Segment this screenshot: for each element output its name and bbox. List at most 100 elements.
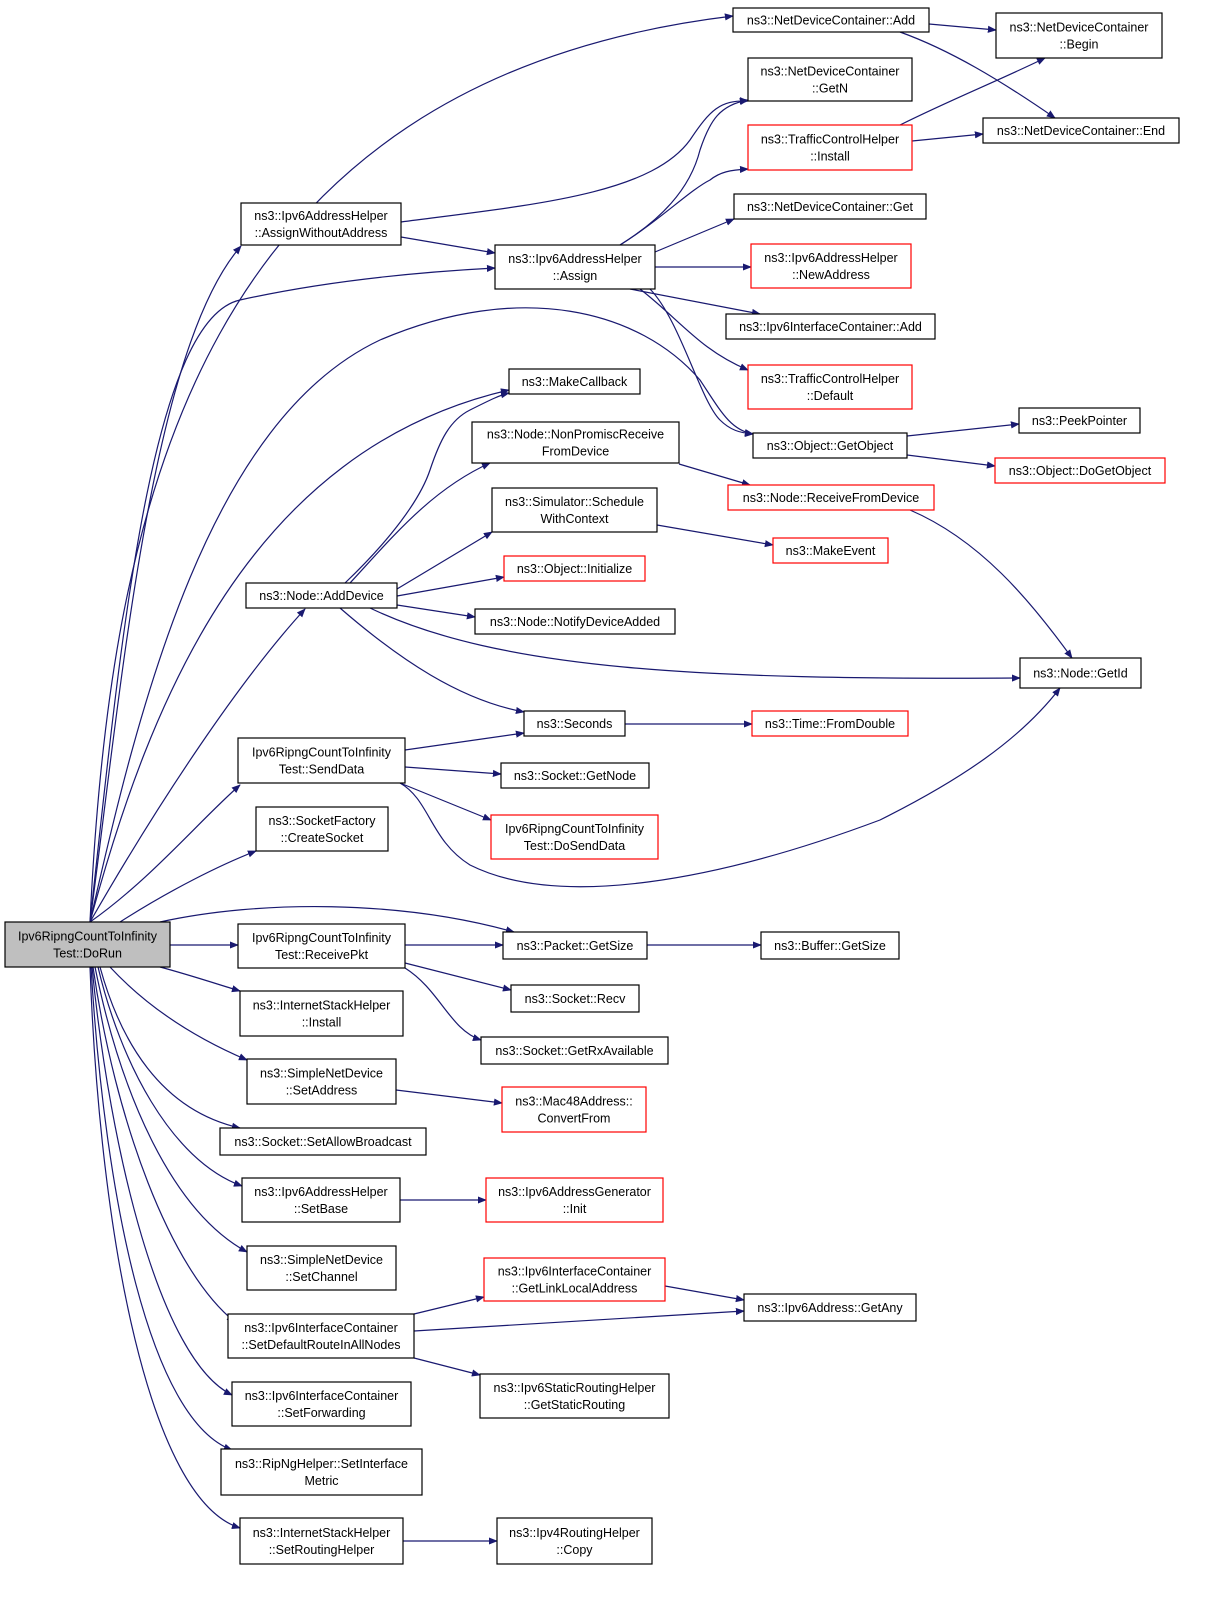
node-socket-getnode[interactable]: ns3::Socket::GetNode [500,762,650,789]
node-label-line: ns3::Node::NotifyDeviceAdded [490,615,660,629]
node-label-line: ns3::Simulator::Schedule [505,495,644,509]
edge-root-to-ish_install [159,966,241,993]
node-tch-default[interactable]: ns3::TrafficControlHelper::Default [747,364,913,410]
node-ish-install[interactable]: ns3::InternetStackHelper::Install [239,990,404,1037]
node-label-line: ns3::Node::GetId [1033,667,1128,681]
node-ndc-add[interactable]: ns3::NetDeviceContainer::Add [732,7,930,33]
node-node-getid[interactable]: ns3::Node::GetId [1019,657,1142,689]
node-socket-recv[interactable]: ns3::Socket::Recv [510,984,640,1013]
node-box [751,710,909,737]
node-box [750,243,912,289]
node-ndc-getn[interactable]: ns3::NetDeviceContainer::GetN [747,57,913,102]
node-label-line: ::GetLinkLocalAddress [512,1282,638,1296]
node-time-fromdouble[interactable]: ns3::Time::FromDouble [751,710,909,737]
node-box [994,457,1166,484]
edge-node_adddevice-to-makecallback [344,391,510,584]
node-label-line: Test::DoSendData [524,839,625,853]
node-makecallback[interactable]: ns3::MakeCallback [508,368,641,395]
node-obj-dogetobject[interactable]: ns3::Object::DoGetObject [994,457,1166,484]
node-makeevent[interactable]: ns3::MakeEvent [772,537,889,564]
node-label-line: ::AssignWithoutAddress [255,226,388,240]
node-label-line: ns3::NetDeviceContainer::Get [747,200,914,214]
node-aah-awa[interactable]: ns3::Ipv6AddressHelper::AssignWithoutAdd… [240,202,402,246]
node-ish-srh[interactable]: ns3::InternetStackHelper::SetRoutingHelp… [239,1517,404,1565]
node-label-line: ns3::Object::GetObject [767,439,894,453]
node-label-line: ns3::SimpleNetDevice [260,1067,383,1081]
node-label-line: ns3::Time::FromDouble [765,717,895,731]
node-socket-grxa[interactable]: ns3::Socket::GetRxAvailable [480,1036,669,1065]
node-box [4,921,171,968]
node-box [743,1293,917,1322]
node-label-line: ns3::Ipv6InterfaceContainer [244,1321,398,1335]
node-label-line: ns3::Ipv6AddressHelper [254,209,387,223]
edge-node_adddevice-to-node_nda [396,604,476,620]
edge-aah_assign-to-ndc_getn [619,97,749,246]
node-buffer-getsize[interactable]: ns3::Buffer::GetSize [760,931,900,960]
node-label-line: ns3::Ipv6InterfaceContainer [498,1265,652,1279]
node-label-line: ::Default [807,389,854,403]
edge-senddata-to-node_getid [399,687,1061,888]
node-label-line: ::Install [302,1016,342,1030]
node-node-adddevice[interactable]: ns3::Node::AddDevice [245,582,398,609]
node-tch-install[interactable]: ns3::TrafficControlHelper::Install [747,124,913,171]
node-box [246,1058,397,1105]
node-obj-init[interactable]: ns3::Object::Initialize [503,555,646,582]
edge-root-to-node_adddevice [89,608,306,923]
edge-ic_sdr-to-ic_gll [413,1295,485,1315]
node-isrh-gsr[interactable]: ns3::Ipv6StaticRoutingHelper::GetStaticR… [479,1373,670,1419]
edge-sim_swc-to-makeevent [656,524,774,548]
node-node-rfd[interactable]: ns3::Node::ReceiveFromDevice [727,484,935,511]
node-ic-setfwd[interactable]: ns3::Ipv6InterfaceContainer::SetForwardi… [231,1381,412,1427]
edge-root-to-sf_createsocket [119,850,257,923]
node-box [490,814,659,860]
node-box [240,202,402,246]
node-ndc-begin[interactable]: ns3::NetDeviceContainer::Begin [995,12,1163,59]
node-node-nda[interactable]: ns3::Node::NotifyDeviceAdded [474,608,676,635]
node-ic-gll[interactable]: ns3::Ipv6InterfaceContainer::GetLinkLoca… [483,1257,666,1302]
node-box [508,368,641,395]
node-label-line: ns3::Packet::GetSize [517,939,634,953]
edge-obj_getobject-to-peekpointer [906,421,1020,437]
node-ndc-end[interactable]: ns3::NetDeviceContainer::End [982,117,1180,144]
node-peekpointer[interactable]: ns3::PeekPointer [1018,407,1141,434]
edge-node_npr-to-node_rfd [678,463,751,487]
node-snd-setaddress[interactable]: ns3::SimpleNetDevice::SetAddress [246,1058,397,1105]
node-label-line: ns3::RipNgHelper::SetInterface [235,1457,408,1471]
node-box [982,117,1180,144]
node-seconds[interactable]: ns3::Seconds [523,710,626,737]
node-sf-createsocket[interactable]: ns3::SocketFactory::CreateSocket [255,806,389,852]
node-box [501,1086,647,1133]
node-mac48-convert[interactable]: ns3::Mac48Address::ConvertFrom [501,1086,647,1133]
node-ndc-get[interactable]: ns3::NetDeviceContainer::Get [733,193,927,220]
node-irh-copy[interactable]: ns3::Ipv4RoutingHelper::Copy [496,1517,653,1565]
node-obj-getobject[interactable]: ns3::Object::GetObject [752,432,908,459]
node-ipv6addr-getany[interactable]: ns3::Ipv6Address::GetAny [743,1293,917,1322]
node-label-line: ns3::Mac48Address:: [515,1095,632,1109]
edge-ic_gll-to-ipv6addr_getany [664,1285,745,1303]
node-label-line: ::SetAddress [286,1084,358,1098]
node-label-line: ns3::Socket::SetAllowBroadcast [234,1135,412,1149]
edge-ic_sdr-to-ipv6addr_getany [413,1307,745,1332]
node-packet-getsize[interactable]: ns3::Packet::GetSize [502,931,648,960]
node-ic-add[interactable]: ns3::Ipv6InterfaceContainer::Add [725,313,936,340]
node-label-line: ns3::MakeEvent [786,544,876,558]
node-iag-init[interactable]: ns3::Ipv6AddressGenerator::Init [485,1177,664,1223]
node-box [995,12,1163,59]
node-socket-sab[interactable]: ns3::Socket::SetAllowBroadcast [219,1127,427,1156]
node-label-line: WithContext [540,512,609,526]
node-aah-assign[interactable]: ns3::Ipv6AddressHelper::Assign [494,244,656,290]
node-label-line: ns3::NetDeviceContainer::Add [747,14,915,28]
node-aah-newaddr[interactable]: ns3::Ipv6AddressHelper::NewAddress [750,243,912,289]
node-snd-setchannel[interactable]: ns3::SimpleNetDevice::SetChannel [246,1245,397,1291]
node-ic-sdr[interactable]: ns3::Ipv6InterfaceContainer::SetDefaultR… [227,1313,415,1359]
node-label-line: Ipv6RipngCountToInfinity [505,822,645,836]
node-label-line: ::Assign [553,269,598,283]
node-aah-setbase[interactable]: ns3::Ipv6AddressHelper::SetBase [241,1177,401,1223]
